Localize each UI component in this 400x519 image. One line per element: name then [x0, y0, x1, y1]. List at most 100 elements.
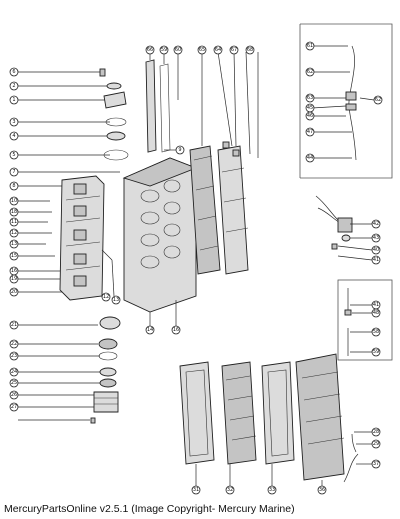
svg-text:59: 59 — [373, 349, 379, 355]
callout-60: 60 — [173, 45, 183, 55]
svg-text:66: 66 — [147, 47, 153, 53]
svg-text:47: 47 — [307, 129, 313, 135]
svg-text:9: 9 — [178, 147, 181, 153]
callout-12: 12 — [9, 228, 19, 238]
svg-text:63: 63 — [307, 95, 313, 101]
svg-text:13: 13 — [11, 241, 17, 247]
callout-1: 1 — [9, 95, 19, 105]
callout-15: 15 — [9, 251, 19, 261]
svg-text:11: 11 — [11, 219, 17, 225]
callout-45: 45 — [305, 103, 315, 113]
svg-text:4: 4 — [12, 133, 15, 139]
callout-36: 36 — [317, 485, 327, 495]
svg-text:14: 14 — [147, 327, 153, 333]
svg-text:41: 41 — [373, 257, 379, 263]
callout-7: 7 — [9, 167, 19, 177]
svg-text:48: 48 — [373, 310, 379, 316]
callout-8: 8 — [9, 181, 19, 191]
callout-66: 66 — [145, 45, 155, 55]
svg-text:29: 29 — [373, 441, 379, 447]
svg-text:64: 64 — [215, 47, 221, 53]
bottom-gaskets — [179, 353, 372, 486]
svg-text:46: 46 — [307, 113, 313, 119]
callout-11a: 11 — [9, 217, 19, 227]
svg-text:24: 24 — [11, 369, 17, 375]
svg-text:5: 5 — [12, 152, 15, 158]
svg-text:27: 27 — [11, 404, 17, 410]
svg-text:41: 41 — [373, 302, 379, 308]
svg-text:31: 31 — [193, 487, 199, 493]
callout-13b: 13 — [111, 295, 121, 305]
small-parts-left — [90, 68, 129, 424]
small-parts-box — [337, 279, 393, 361]
svg-text:42: 42 — [373, 221, 379, 227]
callout-58: 58 — [371, 327, 381, 337]
svg-text:10: 10 — [11, 198, 17, 204]
callouts-left: 6 2 1 3 4 5 7 8 10 18 11 12 13 15 16 19 … — [9, 67, 19, 412]
callout-61: 61 — [305, 41, 315, 51]
fuel-line-box — [299, 23, 393, 179]
callout-62: 62 — [305, 67, 315, 77]
svg-text:36: 36 — [319, 487, 325, 493]
left-leader-lines — [18, 71, 120, 421]
svg-text:26: 26 — [11, 392, 17, 398]
callout-10: 10 — [9, 196, 19, 206]
svg-text:18: 18 — [11, 209, 17, 215]
callout-62b: 62 — [373, 95, 383, 105]
callout-32: 32 — [225, 485, 235, 495]
svg-text:16: 16 — [173, 327, 179, 333]
callout-16b: 16 — [171, 325, 181, 335]
callout-31: 31 — [191, 485, 201, 495]
callouts-top: 66 59 60 65 64 67 68 — [145, 45, 255, 55]
svg-text:58: 58 — [373, 329, 379, 335]
svg-text:15: 15 — [11, 253, 17, 259]
callout-37: 37 — [371, 459, 381, 469]
callout-41a: 41 — [371, 255, 381, 265]
callout-20: 20 — [9, 287, 19, 297]
callout-42: 42 — [371, 219, 381, 229]
svg-text:62: 62 — [375, 97, 381, 103]
callout-16: 16 — [9, 266, 19, 276]
callout-9: 9 — [175, 145, 185, 155]
callout-67: 67 — [229, 45, 239, 55]
svg-text:21: 21 — [11, 322, 17, 328]
callouts-small-box: 41 48 58 59 — [371, 300, 381, 357]
callout-48: 48 — [371, 308, 381, 318]
callout-22: 22 — [9, 339, 19, 349]
svg-text:37: 37 — [373, 461, 379, 467]
callout-24: 24 — [9, 367, 19, 377]
svg-text:22: 22 — [11, 341, 17, 347]
callout-59: 59 — [159, 45, 169, 55]
svg-text:2: 2 — [12, 83, 15, 89]
svg-text:60: 60 — [175, 47, 181, 53]
svg-text:3: 3 — [12, 119, 15, 125]
callouts-block: 9 14 16 12 13 — [101, 145, 185, 335]
callout-23: 23 — [9, 351, 19, 361]
callout-64: 64 — [213, 45, 223, 55]
svg-text:20: 20 — [11, 289, 17, 295]
svg-text:40: 40 — [373, 247, 379, 253]
callout-25: 25 — [9, 378, 19, 388]
svg-text:68: 68 — [247, 47, 253, 53]
callout-27: 27 — [9, 402, 19, 412]
callout-47: 47 — [305, 127, 315, 137]
svg-text:13: 13 — [113, 297, 119, 303]
svg-text:61: 61 — [307, 43, 313, 49]
callout-6: 6 — [9, 67, 19, 77]
harness-section — [315, 195, 373, 261]
callouts-mid-right: 42 43 40 41 — [371, 219, 381, 265]
callout-4: 4 — [9, 131, 19, 141]
callout-63: 63 — [305, 93, 315, 103]
callout-12b: 12 — [101, 292, 111, 302]
callout-65: 65 — [197, 45, 207, 55]
callout-26: 26 — [9, 390, 19, 400]
svg-text:25: 25 — [11, 380, 17, 386]
callouts-right-box: 61 62 63 45 46 47 44 62 — [305, 41, 383, 163]
callout-68: 68 — [245, 45, 255, 55]
svg-text:43: 43 — [373, 235, 379, 241]
callout-5: 5 — [9, 150, 19, 160]
svg-text:12: 12 — [103, 294, 109, 300]
svg-text:59: 59 — [161, 47, 167, 53]
